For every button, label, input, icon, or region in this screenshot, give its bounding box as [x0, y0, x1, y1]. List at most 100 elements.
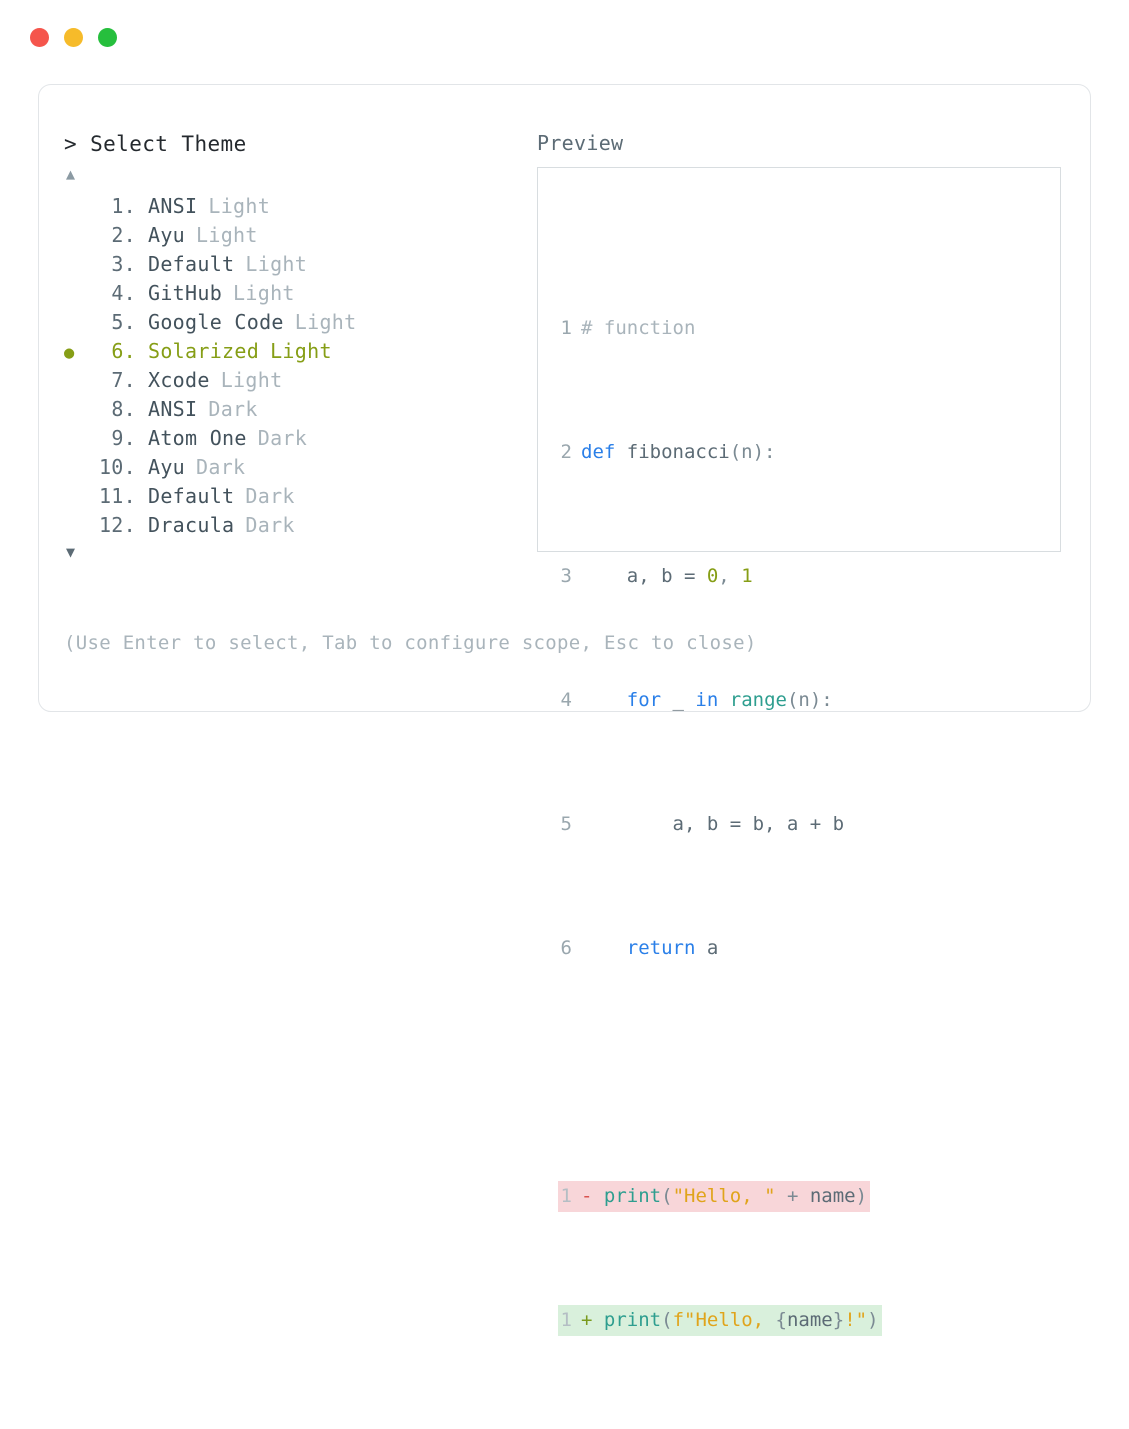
code-token-builtin: print — [603, 1185, 662, 1207]
diff-removed-line: 1- print("Hello, " + name) — [558, 1181, 1060, 1212]
list-item-label: ANSI — [148, 397, 198, 421]
list-item-number: 7. — [111, 368, 136, 392]
list-item-number: 12. — [98, 513, 136, 537]
prompt-caret-icon: > — [64, 132, 78, 156]
code-token-keyword: in — [695, 689, 719, 711]
selection-bullet-icon: ● — [64, 343, 75, 363]
list-item-number: 6. — [111, 339, 136, 363]
scroll-up-icon[interactable]: ▲ — [66, 165, 76, 183]
code-token-keyword: def — [581, 441, 616, 463]
theme-picker-window: > Select Theme ▲ 1. ANSI Light 2. Ayu Li… — [30, 28, 1091, 1336]
list-item-variant: Light — [294, 310, 357, 334]
code-token-variable: name — [809, 1185, 856, 1207]
code-line: 3 a, b = 0, 1 — [558, 561, 1060, 592]
list-item-label: Dracula — [148, 513, 235, 537]
list-item[interactable]: 1. ANSI Light — [64, 192, 534, 221]
list-item-label: GitHub — [148, 281, 223, 305]
line-number: 1 — [560, 317, 572, 339]
code-blank-line — [558, 1057, 1060, 1088]
code-token-variable: _ — [661, 689, 696, 711]
list-item[interactable]: 8. ANSI Dark — [64, 395, 534, 424]
code-token-punct: ) — [855, 1185, 868, 1207]
code-line: 4 for _ in range(n): — [558, 685, 1060, 716]
line-number: 1 — [560, 1309, 572, 1331]
list-item[interactable]: 5. Google Code Light — [64, 308, 534, 337]
code-token-number: 0 — [706, 565, 719, 587]
list-item-number: 5. — [111, 310, 136, 334]
line-number: 2 — [560, 441, 572, 463]
list-item-label: Default — [148, 484, 235, 508]
list-item-variant: Light — [245, 252, 308, 276]
list-item-number: 1. — [111, 194, 136, 218]
list-item-label: Ayu — [148, 455, 186, 479]
code-token-keyword: for — [626, 689, 662, 711]
list-item-number: 11. — [98, 484, 136, 508]
code-token-keyword: return — [626, 937, 696, 959]
maximize-window-button[interactable] — [98, 28, 117, 47]
list-item-variant: Light — [208, 194, 271, 218]
code-token-string: " — [855, 1309, 868, 1331]
list-item-label: Atom One — [148, 426, 247, 450]
list-item-label: Default — [148, 252, 235, 276]
line-number: 3 — [560, 565, 572, 587]
list-item[interactable]: 7. Xcode Light — [64, 366, 534, 395]
list-item[interactable]: 11. Default Dark — [64, 482, 534, 511]
list-item-variant: Light — [270, 339, 332, 363]
window-traffic-lights — [30, 28, 117, 47]
code-token-builtin: print — [603, 1309, 662, 1331]
code-token-text: a, b = — [581, 565, 707, 587]
code-token-brace: } — [832, 1309, 845, 1331]
diff-marker-removed: - — [581, 1185, 593, 1207]
scroll-down-icon[interactable]: ▼ — [66, 543, 76, 561]
list-item-label: Xcode — [148, 368, 210, 392]
code-token-variable: name — [786, 1309, 833, 1331]
diff-added-line: 1+ print(f"Hello, {name}!") — [558, 1305, 1060, 1336]
list-item-number: 4. — [111, 281, 136, 305]
close-window-button[interactable] — [30, 28, 49, 47]
code-token-number: 1 — [741, 565, 753, 587]
line-number: 5 — [560, 813, 572, 835]
line-number: 6 — [560, 937, 572, 959]
list-item[interactable]: 3. Default Light — [64, 250, 534, 279]
list-item-label: ANSI — [148, 194, 198, 218]
list-item-variant: Dark — [196, 455, 246, 479]
list-item[interactable]: 10. Ayu Dark — [64, 453, 534, 482]
minimize-window-button[interactable] — [64, 28, 83, 47]
code-line: 5 a, b = b, a + b — [558, 809, 1060, 840]
list-item[interactable]: 2. Ayu Light — [64, 221, 534, 250]
line-number: 4 — [560, 689, 572, 711]
code-token-punct: (n): — [729, 441, 776, 463]
code-token-indent — [581, 689, 627, 711]
code-token-brace: { — [775, 1309, 787, 1331]
list-item-variant: Dark — [257, 426, 308, 450]
code-token-comment: # function — [581, 317, 696, 339]
code-token-variable: a — [695, 937, 719, 959]
list-item-number: 3. — [111, 252, 136, 276]
code-token-string: ! — [844, 1309, 856, 1331]
preview-label: Preview — [537, 131, 624, 155]
list-item-selected[interactable]: ● 6. Solarized Light — [64, 337, 534, 366]
list-item[interactable]: 9. Atom One Dark — [64, 424, 534, 453]
code-token-punct: ( — [661, 1309, 673, 1331]
page-title: > Select Theme — [64, 131, 534, 157]
code-token-string: "Hello, " — [672, 1185, 776, 1207]
code-token-operator: + — [775, 1185, 810, 1207]
list-item-label: Solarized — [148, 339, 260, 363]
list-item[interactable]: 4. GitHub Light — [64, 279, 534, 308]
keyboard-hint: (Use Enter to select, Tab to configure s… — [64, 632, 757, 654]
code-token-function-name: fibonacci — [615, 441, 730, 463]
list-item-variant: Dark — [245, 513, 295, 537]
list-item-variant: Light — [196, 223, 258, 247]
list-item-number: 10. — [98, 455, 136, 479]
list-item[interactable]: 12. Dracula Dark — [64, 511, 534, 540]
code-line: 6 return a — [558, 933, 1060, 964]
diff-marker-added: + — [581, 1309, 593, 1331]
code-token-indent — [581, 937, 627, 959]
code-line: 1 # function — [558, 313, 1060, 344]
code-token-punct: (n): — [786, 689, 833, 711]
list-item-label: Google Code — [148, 310, 284, 334]
code-token-text: a, b = b, a + b — [581, 813, 845, 835]
